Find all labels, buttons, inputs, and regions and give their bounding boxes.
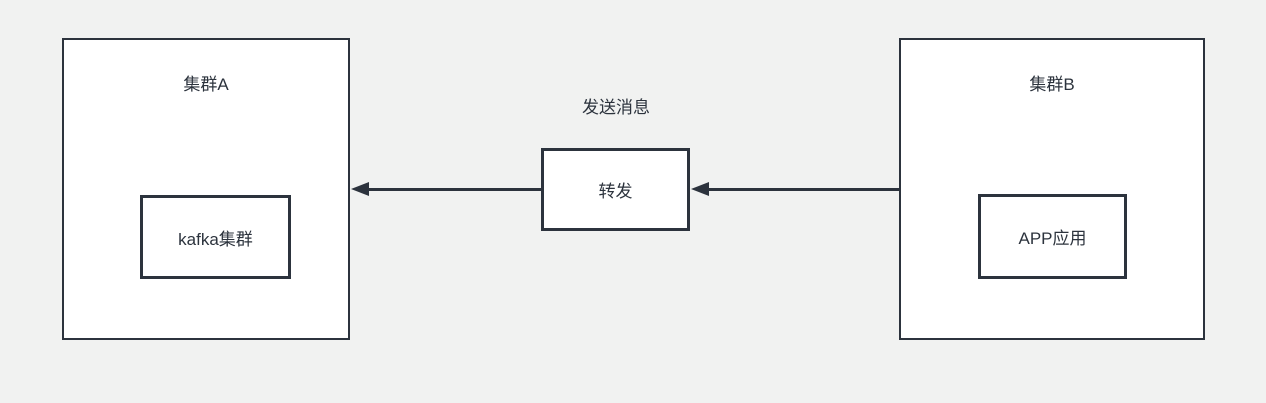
kafka-cluster-label: kafka集群 bbox=[178, 229, 253, 249]
arrowhead-left-icon bbox=[691, 182, 709, 196]
arrow-line bbox=[366, 188, 541, 191]
kafka-cluster-node: kafka集群 bbox=[140, 195, 291, 279]
arrowhead-left-icon bbox=[351, 182, 369, 196]
app-application-node: APP应用 bbox=[978, 194, 1127, 279]
app-application-label: APP应用 bbox=[1018, 229, 1087, 248]
cluster-b-title: 集群B bbox=[1029, 75, 1075, 94]
cluster-a-box: 集群A kafka集群 bbox=[62, 38, 350, 340]
arrow-line bbox=[706, 188, 899, 191]
flow-caption: 发送消息 bbox=[582, 98, 650, 117]
cluster-a-title: 集群A bbox=[183, 75, 229, 94]
forward-node: 转发 bbox=[541, 148, 690, 231]
cluster-b-box: 集群B APP应用 bbox=[899, 38, 1205, 340]
forward-node-label: 转发 bbox=[598, 182, 633, 201]
